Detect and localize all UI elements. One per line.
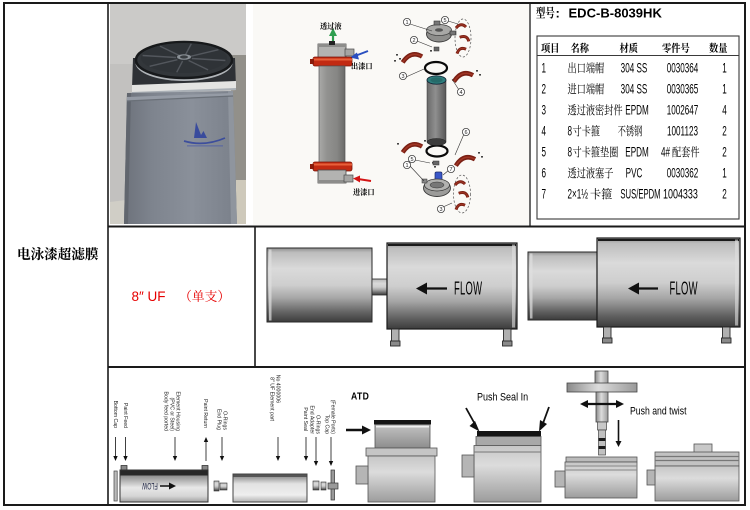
svg-text:1001123: 1001123 [667,124,698,139]
svg-text:8: 8 [568,145,573,160]
svg-text:Push Seal In: Push Seal In [477,392,528,404]
svg-text:2: 2 [412,38,415,44]
svg-text:PVC: PVC [626,166,643,181]
svg-text:Paint Feed: Paint Feed [122,403,128,428]
svg-text:EPDM: EPDM [625,145,648,160]
svg-text:1: 1 [405,163,408,169]
svg-text:6: 6 [464,130,467,136]
svg-text:ATD: ATD [351,391,369,403]
svg-text:Bottom Cap: Bottom Cap [112,401,118,429]
svg-text:3: 3 [401,74,404,80]
svg-text:End Adapter: End Adapter [309,405,315,434]
svg-text:0030364: 0030364 [667,61,699,76]
svg-text:(PVC or Steel): (PVC or Steel) [169,398,175,432]
svg-text:5: 5 [542,145,547,160]
svg-text:0030362: 0030362 [667,166,699,181]
svg-text:2: 2 [542,82,547,97]
svg-text:7: 7 [449,167,452,173]
svg-text:2: 2 [722,124,727,139]
svg-text:Top Cap: Top Cap [324,415,330,434]
svg-text:4: 4 [722,103,727,118]
svg-text:Element Housing: Element Housing [175,391,181,431]
svg-text:2: 2 [722,187,727,202]
svg-text:1002647: 1002647 [667,103,699,118]
svg-text:No 4000006: No 4000006 [275,375,281,403]
svg-text:FLOW: FLOW [142,481,158,492]
svg-text:0030365: 0030365 [667,82,699,97]
svg-text::: : [556,6,560,21]
svg-text:1: 1 [722,61,727,76]
svg-text:End Plug: End Plug [216,409,222,430]
svg-text:8: 8 [568,124,573,139]
svg-text:EPDM: EPDM [625,103,648,118]
svg-text:6: 6 [542,166,547,181]
svg-text:5: 5 [410,157,413,163]
svg-text:4: 4 [459,90,462,96]
svg-text:4: 4 [542,124,547,139]
svg-text:Paint Seal: Paint Seal [302,407,308,431]
svg-text:1004333: 1004333 [663,187,698,202]
svg-text:5: 5 [443,18,446,24]
svg-text:8″ UF: 8″ UF [132,289,166,304]
svg-text:FLOW: FLOW [454,279,482,299]
svg-text:Push and twist: Push and twist [630,406,687,418]
svg-text:1: 1 [405,20,408,26]
svg-text:1: 1 [542,61,547,76]
svg-text:2×1½: 2×1½ [568,187,589,202]
svg-text:1: 1 [722,166,727,181]
svg-text:Body feed ported: Body feed ported [163,391,169,431]
svg-text:4#: 4# [661,145,670,160]
svg-text:Paint Return: Paint Return [202,399,208,428]
svg-text:8" UF Element part: 8" UF Element part [269,377,275,421]
svg-text:7: 7 [542,187,547,202]
svg-text:FLOW: FLOW [670,279,698,299]
svg-text:3: 3 [439,207,442,213]
svg-text:2: 2 [722,145,727,160]
svg-text:304 SS: 304 SS [621,82,648,97]
svg-text:O-Rings: O-Rings [315,415,321,434]
svg-text:304 SS: 304 SS [621,61,648,76]
svg-text:EDC-B-8039HK: EDC-B-8039HK [569,5,663,20]
svg-text:(Female Ports): (Female Ports) [330,400,336,435]
svg-text:1: 1 [722,82,727,97]
svg-text:O-Rings: O-Rings [222,411,228,430]
svg-text:3: 3 [542,103,547,118]
svg-text:SUS/EPDM: SUS/EPDM [620,187,660,202]
